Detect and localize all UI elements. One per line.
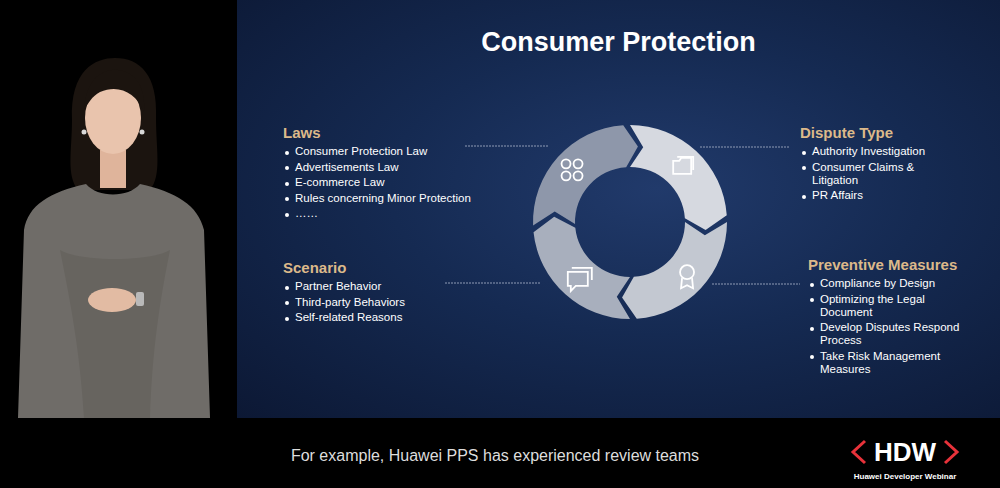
hair [71, 58, 158, 190]
dress [18, 184, 210, 418]
icon-badge [681, 278, 693, 288]
leader-line [465, 146, 548, 147]
bullet-item: Partner Behavior [283, 279, 443, 295]
presenter-illustration [0, 0, 237, 418]
bullet-text: Compliance by Design [820, 277, 935, 289]
icon-chat [568, 272, 588, 291]
slide-title: Consumer Protection [237, 26, 1000, 58]
bullet-dot [285, 166, 289, 170]
bullet-dot [810, 327, 814, 331]
bullet-text: Consumer Claims & Litigation [812, 161, 914, 186]
bullet-dot [285, 286, 289, 290]
icon-grid [562, 159, 571, 168]
bullet-text: E-commerce Law [295, 176, 384, 188]
text-group: Preventive MeasuresCompliance by DesignO… [808, 256, 980, 377]
watch [136, 292, 144, 306]
bullet-item: Compliance by Design [808, 276, 980, 292]
leader-line [712, 284, 800, 285]
icon-grid [562, 171, 571, 180]
cycle-arrow-segment [533, 125, 638, 225]
bullet-text: Rules concerning Minor Protection [295, 192, 471, 204]
earring [140, 130, 145, 135]
bullet-dot [802, 195, 806, 199]
bullet-dot [285, 301, 289, 305]
bullet-text: Consumer Protection Law [295, 145, 427, 157]
bullet-text: Optimizing the Legal Document [820, 293, 925, 318]
hands [88, 288, 136, 312]
icon-grid [574, 159, 583, 168]
bullet-text: Advertisements Law [295, 161, 399, 173]
bullet-item: Consumer Claims & Litigation [800, 160, 960, 189]
subtitle-caption: For example, Huawei PPS has experienced … [0, 446, 990, 466]
cycle-arrow-segment [534, 217, 630, 319]
bullet-item: PR Affairs [800, 188, 960, 204]
bullet-text: Take Risk Management Measures [820, 350, 940, 375]
text-group: Dispute TypeAuthority InvestigationConsu… [800, 124, 960, 204]
bullet-item: Third-party Behaviors [283, 295, 443, 311]
cycle-arrow-segment [630, 125, 727, 230]
bullet-text: …… [295, 207, 318, 219]
leader-line [445, 283, 540, 284]
bullet-text: Authority Investigation [812, 145, 925, 157]
bullet-text: Third-party Behaviors [295, 296, 405, 308]
text-group: LawsConsumer Protection LawAdvertisement… [283, 124, 513, 222]
logo-chevron-left [853, 441, 865, 463]
bullet-dot [802, 151, 806, 155]
bullet-item: Advertisements Law [283, 160, 513, 176]
bullet-dot [285, 197, 289, 201]
bullet-item: Self-related Reasons [283, 310, 443, 326]
bullet-text: Develop Disputes Respond Process [820, 321, 959, 346]
group-heading: Laws [283, 124, 513, 142]
bullet-item: Rules concerning Minor Protection [283, 191, 513, 207]
bullet-dot [285, 151, 289, 155]
group-heading: Dispute Type [800, 124, 960, 142]
bullet-dot [810, 283, 814, 287]
dress-shade [60, 250, 170, 418]
bullet-dot [285, 317, 289, 321]
bullet-dot [802, 166, 806, 170]
icon-grid [574, 171, 583, 180]
bullet-item: …… [283, 206, 513, 222]
cycle-arrow-segment [622, 222, 727, 319]
bullet-text: Partner Behavior [295, 280, 381, 292]
fringe [84, 70, 144, 112]
leader-line [700, 147, 790, 148]
bullet-item: E-commerce Law [283, 175, 513, 191]
neck [100, 150, 126, 188]
text-group: ScenarioPartner BehaviorThird-party Beha… [283, 259, 443, 326]
group-heading: Preventive Measures [808, 256, 980, 274]
bullet-item: Consumer Protection Law [283, 144, 513, 160]
logo-chevron-right [945, 441, 957, 463]
bullet-dot [810, 298, 814, 302]
bullet-item: Take Risk Management Measures [808, 349, 980, 378]
bullet-text: PR Affairs [812, 189, 863, 201]
bullet-item: Develop Disputes Respond Process [808, 320, 980, 349]
icon-folder [677, 157, 693, 170]
bullet-dot [285, 182, 289, 186]
bullet-item: Optimizing the Legal Document [808, 292, 980, 321]
icon-badge [680, 265, 694, 279]
logo-text: HDW [855, 437, 955, 467]
group-heading: Scenario [283, 259, 443, 277]
icon-folder [673, 158, 691, 174]
bullet-dot [285, 213, 289, 217]
bullet-text: Self-related Reasons [295, 311, 402, 323]
icon-chat [572, 268, 592, 280]
bullet-dot [810, 355, 814, 359]
logo-subtitle: Huawei Developer Webinar [835, 472, 975, 482]
earring [82, 130, 87, 135]
bullet-item: Authority Investigation [800, 144, 960, 160]
